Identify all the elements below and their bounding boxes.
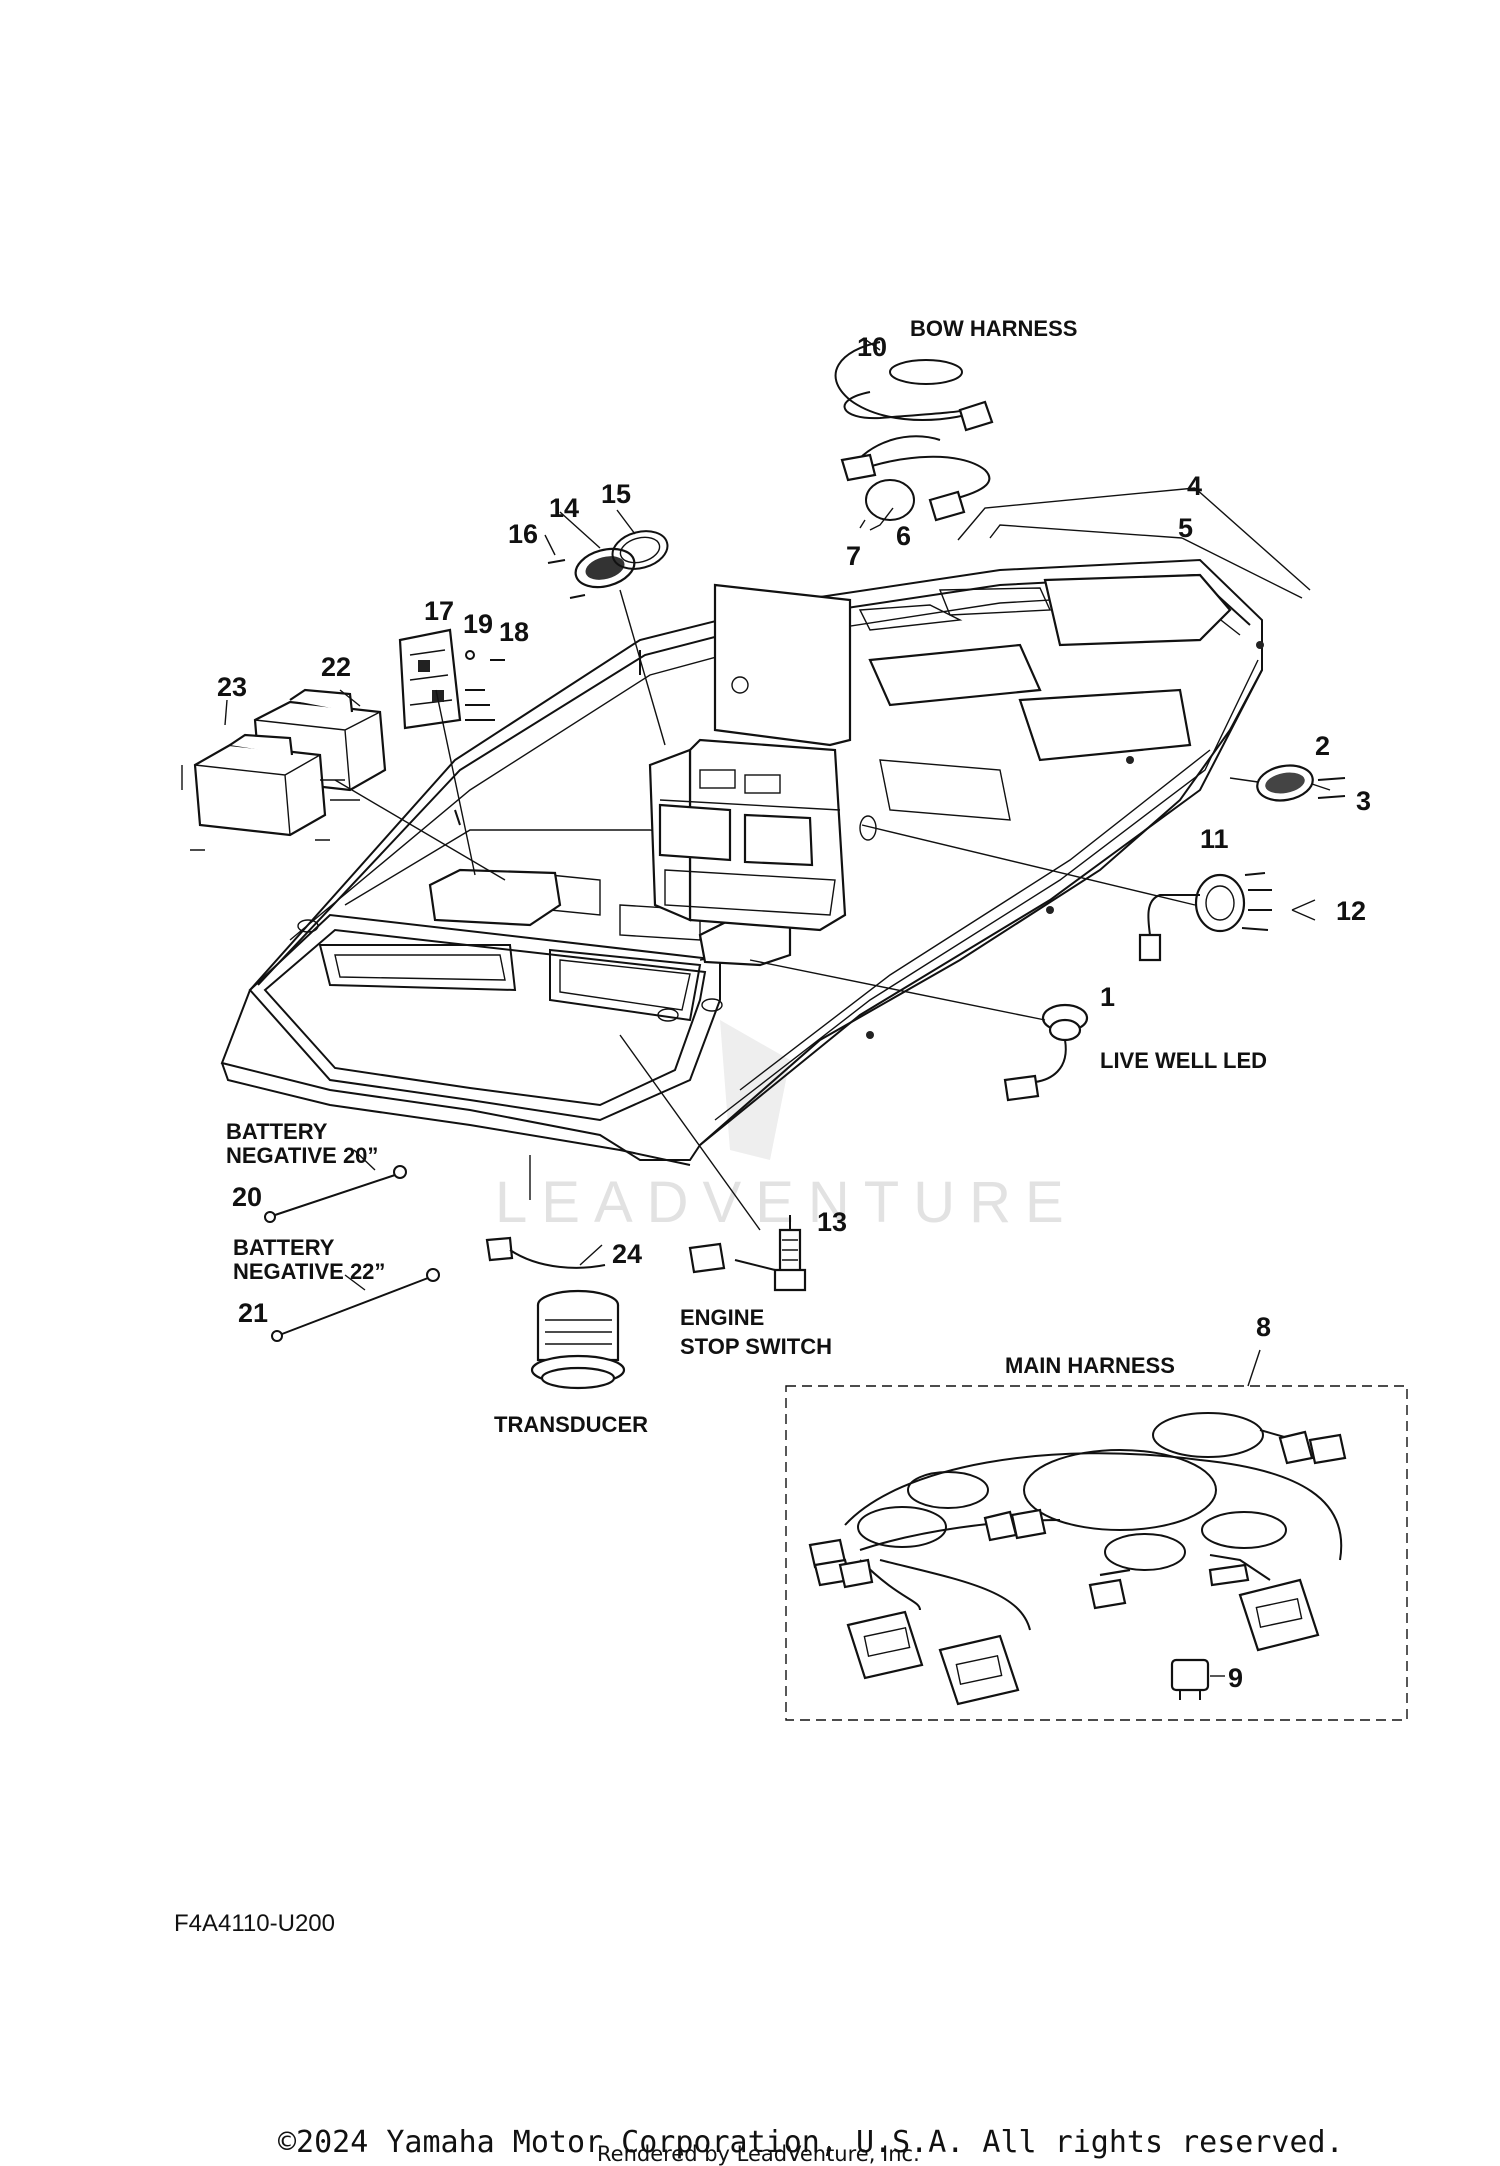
callout-15: 15 bbox=[601, 479, 631, 509]
courtesy-light bbox=[1138, 872, 1272, 962]
callout-14: 14 bbox=[549, 493, 579, 523]
label-transducer: TRANSDUCER bbox=[494, 1412, 648, 1437]
label-stop-switch-line2: STOP SWITCH bbox=[680, 1334, 832, 1359]
label-main-harness: MAIN HARNESS bbox=[1005, 1353, 1175, 1378]
side-light bbox=[1229, 764, 1346, 802]
watermark-text: LEADVENTURE bbox=[495, 1170, 1078, 1235]
callout-22: 22 bbox=[321, 652, 351, 682]
callout-7: 7 bbox=[846, 541, 861, 571]
watermark-logo: LEADVENTURE bbox=[495, 1020, 1078, 1235]
label-battery-neg-20-line2: NEGATIVE 20” bbox=[226, 1143, 378, 1168]
callout-23: 23 bbox=[217, 672, 247, 702]
callout-3: 3 bbox=[1356, 786, 1371, 816]
caption-labels: BOW HARNESS LIVE WELL LED BATTERY NEGATI… bbox=[226, 316, 1267, 1437]
bow-harness bbox=[834, 341, 994, 522]
callout-16: 16 bbox=[508, 519, 538, 549]
label-live-well-led: LIVE WELL LED bbox=[1100, 1048, 1267, 1073]
callout-2: 2 bbox=[1315, 731, 1330, 761]
callout-19: 19 bbox=[463, 609, 493, 639]
label-bow-harness: BOW HARNESS bbox=[910, 316, 1077, 341]
switch-panel bbox=[398, 628, 505, 730]
callout-11: 11 bbox=[1200, 824, 1229, 854]
leader-lines bbox=[224, 339, 1331, 1387]
main-harness bbox=[785, 1385, 1408, 1721]
callout-18: 18 bbox=[499, 617, 529, 647]
label-engine-line1: ENGINE bbox=[680, 1305, 764, 1330]
callout-24: 24 bbox=[612, 1239, 642, 1269]
callout-20: 20 bbox=[232, 1182, 262, 1212]
callout-12: 12 bbox=[1336, 896, 1366, 926]
callout-10: 10 bbox=[857, 332, 887, 362]
diagram-reference-code: F4A4110-U200 bbox=[174, 1910, 335, 1937]
callout-1: 1 bbox=[1100, 982, 1115, 1012]
callout-17: 17 bbox=[424, 596, 454, 626]
callout-4: 4 bbox=[1187, 471, 1202, 501]
transducer bbox=[485, 1236, 626, 1390]
label-battery-neg-22-line1: BATTERY bbox=[233, 1235, 335, 1260]
battery-boxes bbox=[181, 688, 387, 851]
boat-hull bbox=[220, 558, 1264, 1166]
rendered-by-notice: Rendered by LeadVenture, Inc. bbox=[597, 2142, 920, 2166]
battery-cable-22 bbox=[271, 1268, 440, 1342]
callout-6: 6 bbox=[896, 521, 911, 551]
helm-console bbox=[648, 583, 852, 932]
copyright-notice: ©2024 Yamaha Motor Corporation, U.S.A. A… bbox=[278, 2125, 1344, 2160]
callout-9: 9 bbox=[1228, 1663, 1243, 1693]
engine-stop-switch bbox=[688, 1215, 807, 1292]
speaker-assembly bbox=[547, 530, 669, 599]
callout-21: 21 bbox=[238, 1298, 268, 1328]
battery-cable-20 bbox=[264, 1165, 407, 1223]
callout-5: 5 bbox=[1178, 513, 1193, 543]
callout-13: 13 bbox=[817, 1207, 847, 1237]
label-battery-neg-22-line2: NEGATIVE 22” bbox=[233, 1259, 385, 1284]
callout-numbers: 10 6 7 4 5 14 15 16 17 19 18 22 23 2 3 1… bbox=[217, 332, 1371, 1693]
label-battery-neg-20-line1: BATTERY bbox=[226, 1119, 328, 1144]
live-well-led bbox=[1003, 1003, 1089, 1102]
callout-8: 8 bbox=[1256, 1312, 1271, 1342]
